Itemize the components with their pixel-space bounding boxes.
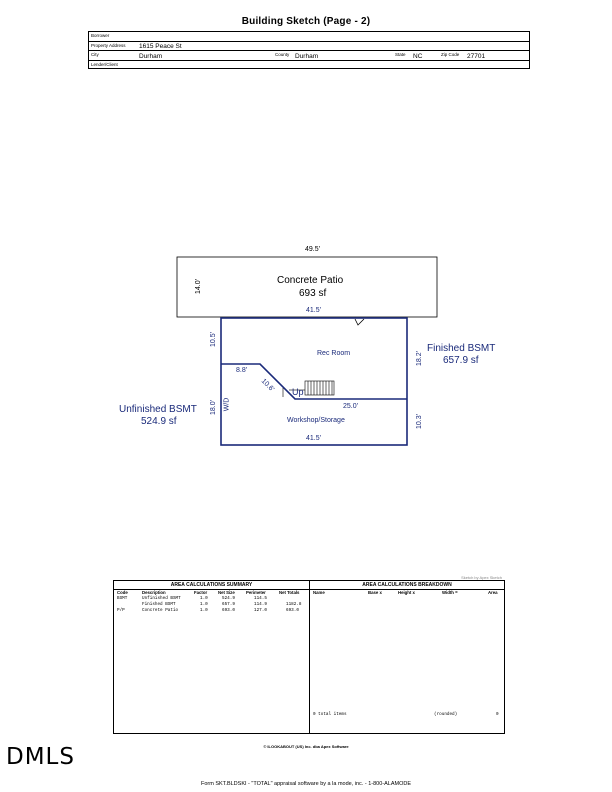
finished-area: 657.9 sf xyxy=(443,355,479,366)
apex-credit: Sketch by Apex Sketch xyxy=(461,575,502,580)
col-height: Height x xyxy=(398,590,415,595)
rounded-label: (rounded) xyxy=(434,712,458,717)
row3-factor: 1.0 xyxy=(200,608,208,613)
patio-name: Concrete Patio xyxy=(277,275,344,286)
footer: Form SKT.BLDSKI - "TOTAL" appraisal soft… xyxy=(200,781,412,787)
mid-width-dim: 41.5' xyxy=(306,307,321,314)
summary-title: AREA CALCULATIONS SUMMARY xyxy=(114,581,309,590)
address-label: Property Address xyxy=(91,42,126,48)
col-net-totals: Net Totals xyxy=(279,590,300,595)
up-label: Up xyxy=(292,387,304,397)
dmls-logo: DMLS xyxy=(6,744,75,770)
address-row: Property Address 1615 Peace St xyxy=(89,42,529,51)
patio-outline xyxy=(176,256,438,318)
lender-label: Lender/Client xyxy=(91,61,118,67)
inner-width-dim: 25.0' xyxy=(343,403,358,410)
row3-netsize: 693.0 xyxy=(222,608,235,613)
rec-room-label: Rec Room xyxy=(317,350,351,357)
finished-label: Finished BSMT xyxy=(427,343,496,354)
row3-nettotal: 693.0 xyxy=(286,608,299,613)
basement-outline xyxy=(220,317,408,446)
patio-side-dim: 14.0' xyxy=(194,279,202,294)
row2-nettotal: 1182.8 xyxy=(286,602,302,607)
city-value: Durham xyxy=(139,52,163,60)
borrower-row: Borrower xyxy=(89,32,529,42)
row2-desc: Finished BSMT xyxy=(142,602,176,607)
county-label: County xyxy=(275,52,290,57)
row2-factor: 1.0 xyxy=(200,602,208,607)
col-description: Description xyxy=(142,590,166,595)
row1-desc: Unfinished BSMT xyxy=(142,596,181,601)
col-net-size: Net Size xyxy=(218,590,235,595)
row2-netsize: 657.9 xyxy=(222,602,235,607)
unfinished-area: 524.9 sf xyxy=(141,416,177,427)
county-value: Durham xyxy=(295,52,319,60)
right-lower-dim: 10.3' xyxy=(415,414,423,429)
header-form: Borrower Property Address 1615 Peace St … xyxy=(88,31,530,69)
col-factor: Factor xyxy=(194,590,208,595)
col-area: Area xyxy=(488,590,498,595)
total-value: 0 xyxy=(496,712,499,717)
zip-label: Zip Code xyxy=(441,52,460,57)
breakdown-title: AREA CALCULATIONS BREAKDOWN xyxy=(310,581,504,590)
area-calculations-table: AREA CALCULATIONS SUMMARY Code Descripti… xyxy=(113,580,505,734)
col-base: Base x xyxy=(368,590,382,595)
total-items: 0 total items xyxy=(313,712,347,717)
row1-netsize: 524.9 xyxy=(222,596,235,601)
workshop-label: Workshop/Storage xyxy=(287,417,345,424)
city-row: City Durham County Durham State NC Zip C… xyxy=(89,51,529,61)
col-perimeter: Perimeter xyxy=(246,590,266,595)
row1-perimeter: 114.5 xyxy=(254,596,267,601)
state-label: State xyxy=(395,52,406,57)
copyright: © ILOOKABOUT (US) Inc. dba Apex Software xyxy=(263,744,349,749)
borrower-label: Borrower xyxy=(91,33,110,38)
zip-value: 27701 xyxy=(467,52,486,60)
bottom-width-dim: 41.5' xyxy=(306,435,321,442)
step-dim: 8.8' xyxy=(236,367,248,374)
stairs xyxy=(289,380,335,396)
col-name: Name xyxy=(313,590,325,595)
row3-perimeter: 127.0 xyxy=(254,608,267,613)
patio-top-dim: 49.5' xyxy=(305,246,320,253)
row1-factor: 1.0 xyxy=(200,596,208,601)
unfinished-label: Unfinished BSMT xyxy=(119,404,197,415)
lender-row: Lender/Client xyxy=(89,61,529,71)
address-value: 1615 Peace St xyxy=(139,43,182,50)
page-title: Building Sketch (Page - 2) xyxy=(241,16,371,27)
row3-desc: Concrete Patio xyxy=(142,608,179,613)
state-value: NC xyxy=(413,52,423,60)
col-width: Width = xyxy=(442,590,458,595)
left-lower-dim: 18.0' xyxy=(209,400,217,415)
door-swing xyxy=(354,318,365,326)
city-label: City xyxy=(91,52,99,57)
row1-code: BSMT xyxy=(117,596,128,601)
interior-wall xyxy=(221,363,407,400)
right-upper-dim: 18.2' xyxy=(415,351,423,366)
row3-code: P/P xyxy=(117,608,125,613)
left-upper-dim: 10.5' xyxy=(209,332,217,347)
row2-perimeter: 114.9 xyxy=(254,602,267,607)
col-code: Code xyxy=(117,590,128,595)
summary-panel: AREA CALCULATIONS SUMMARY Code Descripti… xyxy=(114,581,310,733)
breakdown-panel: AREA CALCULATIONS BREAKDOWN Name Base x … xyxy=(310,581,504,733)
wd-label: W/D xyxy=(223,397,231,412)
patio-area: 693 sf xyxy=(299,288,327,299)
